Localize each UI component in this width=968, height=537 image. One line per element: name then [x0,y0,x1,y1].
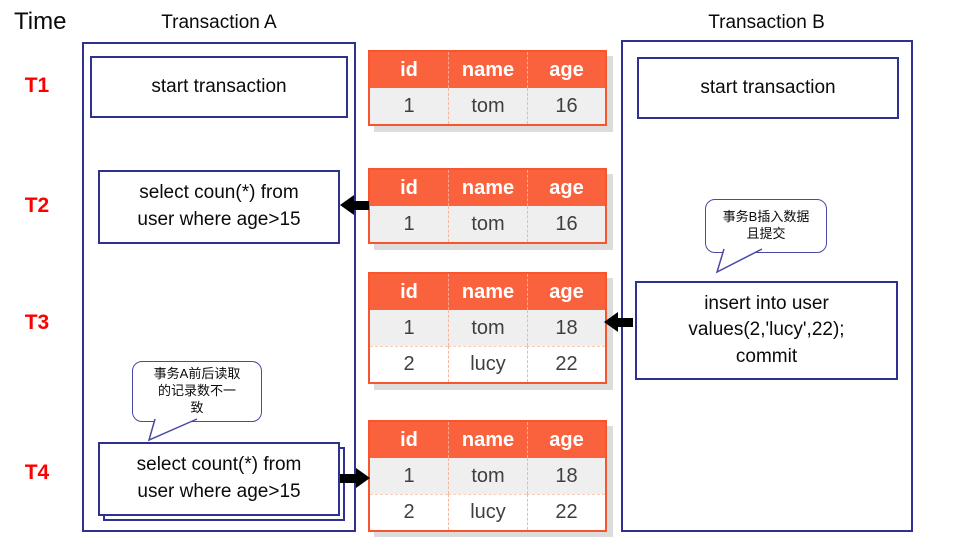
b-insert-commit-box: insert into user values(2,'lucy',22); co… [635,281,898,380]
table-cell: 18 [527,458,605,494]
table-header-cell: id [400,58,418,81]
table-header-cell: age [527,422,605,458]
table-header-cell: age [527,274,605,310]
a-start-transaction-box: start transaction [90,56,348,118]
table-cell: 1 [403,212,415,235]
table-cell: 22 [527,494,605,530]
table-header-cell: name [448,274,527,310]
table-header-cell: age [527,52,605,88]
b-note-bubble-tail [715,248,763,274]
transaction-a-title: Transaction A [161,12,277,33]
user-table-t1: id name age 1 tom 16 [368,50,607,126]
time-axis-label: Time [14,8,67,35]
table-cell: 16 [527,88,605,124]
a-select-t2-box: select coun(*) from user where age>15 [98,170,340,244]
a-note-bubble-tail [147,418,198,442]
table-cell: tom [448,458,527,494]
table-cell: 16 [527,206,605,242]
table-cell: lucy [448,346,527,382]
transaction-a-lane [82,42,356,532]
table-row: 2 lucy 22 [370,494,605,530]
time-marker-t4: T4 [24,461,50,484]
table-cell: tom [448,310,527,346]
table-cell: 22 [527,346,605,382]
arrow-head-left [604,312,618,332]
a-note-bubble: 事务A前后读取 的记录数不一 致 [132,361,262,422]
table-header-cell: id [400,176,418,199]
arrow-t3-b-to-table-icon [604,312,633,332]
time-marker-t3: T3 [24,311,50,334]
table-header-cell: name [448,52,527,88]
transaction-b-title: Transaction B [708,12,825,33]
arrow-t2-table-to-a-icon [340,195,369,215]
table-header-cell: age [527,170,605,206]
time-marker-t1: T1 [24,74,50,97]
user-table-t3: id name age 1 tom 18 2 lucy 22 [368,272,607,384]
table-header-cell: id [400,428,418,451]
table-cell: lucy [448,494,527,530]
a-select-t4-box: select count(*) from user where age>15 [98,442,340,516]
table-row: 1 tom 18 [370,458,605,494]
table-cell: 1 [403,316,415,339]
table-cell: 2 [370,346,448,382]
table-header-cell: name [448,422,527,458]
table-row: 2 lucy 22 [370,346,605,382]
table-cell: 18 [527,310,605,346]
table-row: 1 tom 16 [370,88,605,124]
b-note-bubble: 事务B插入数据 且提交 [705,199,827,253]
table-header-row: id name age [370,52,605,88]
table-header-row: id name age [370,274,605,310]
user-table-t4: id name age 1 tom 18 2 lucy 22 [368,420,607,532]
table-header-row: id name age [370,170,605,206]
table-cell: 1 [403,464,415,487]
table-cell: tom [448,206,527,242]
b-start-transaction-box: start transaction [637,57,899,119]
table-row: 1 tom 16 [370,206,605,242]
time-marker-t2: T2 [24,194,50,217]
arrow-head-left [340,195,354,215]
table-header-cell: id [400,280,418,303]
user-table-t2: id name age 1 tom 16 [368,168,607,244]
table-row: 1 tom 18 [370,310,605,346]
table-cell: tom [448,88,527,124]
arrow-t4-a-to-table-icon [340,468,370,488]
transaction-b-lane [621,40,913,532]
table-header-cell: name [448,170,527,206]
table-header-row: id name age [370,422,605,458]
table-cell: 2 [370,494,448,530]
arrow-head-right [356,468,370,488]
table-cell: 1 [403,94,415,117]
